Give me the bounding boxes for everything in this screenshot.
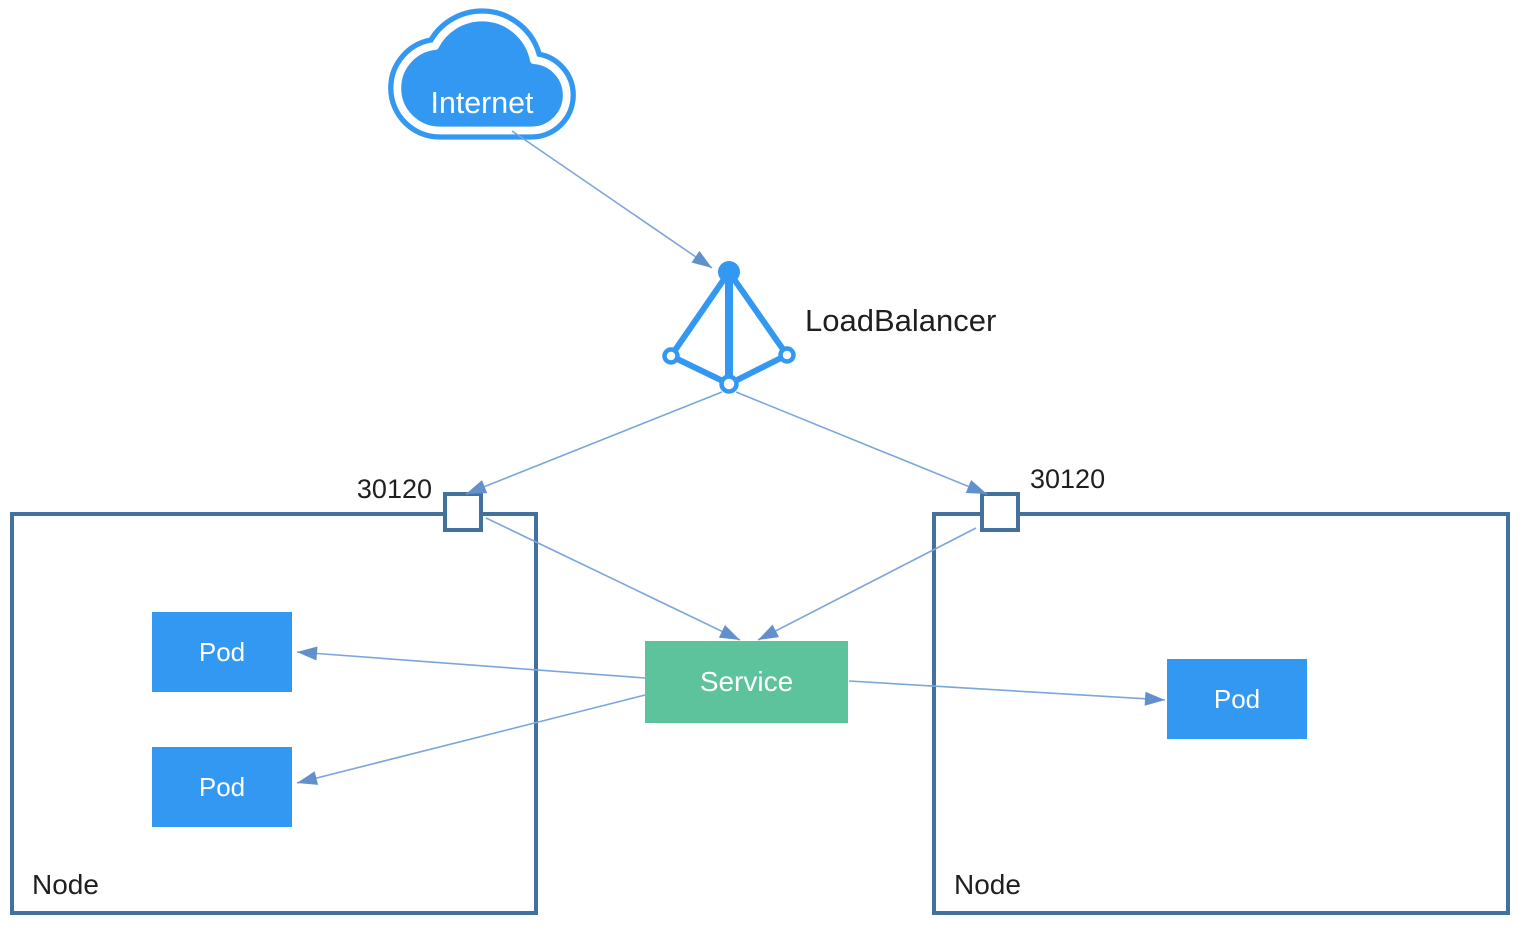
arrow-loadbalancer-to-port-left [465, 391, 723, 495]
pod-box-right: Pod [1167, 659, 1307, 739]
node-label-left: Node [32, 869, 99, 900]
node-port-square-left [443, 492, 483, 532]
pod-label: Pod [198, 771, 246, 802]
node-label-right: Node [954, 869, 1021, 900]
node-box-left: Node [10, 512, 538, 915]
load-balancer-label: LoadBalancer [805, 303, 997, 338]
pod-box-left-top: Pod [152, 612, 292, 692]
internet-label: Internet [431, 87, 534, 120]
arrow-loadbalancer-to-port-right [735, 391, 988, 495]
internet-cloud: Internet [386, 6, 578, 142]
service-box: Service [645, 641, 848, 723]
pod-label: Pod [198, 636, 246, 667]
node-port-label-right: 30120 [1030, 464, 1106, 494]
node-port-label-left: 30120 [356, 474, 432, 504]
arrow-internet-to-loadbalancer [511, 130, 713, 269]
node-port-square-right [980, 492, 1020, 532]
load-balancer-icon [652, 253, 808, 399]
pod-box-left-bottom: Pod [152, 747, 292, 827]
cloud-icon: Internet [388, 8, 576, 140]
pod-label: Pod [1213, 683, 1261, 714]
service-label: Service [699, 666, 794, 697]
